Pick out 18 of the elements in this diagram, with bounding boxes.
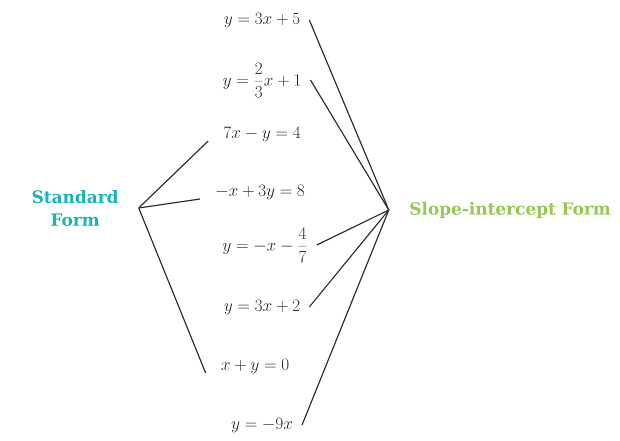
connector-line	[138, 198, 200, 209]
equation: $y=3x+2$	[224, 300, 300, 314]
connector-line	[301, 210, 390, 426]
connector-line	[138, 208, 206, 374]
connector-line	[308, 210, 390, 308]
connector-line	[308, 20, 390, 210]
equation: $y=-9x$	[232, 418, 292, 432]
equation: $x+y=0$	[221, 358, 288, 374]
equation: $y=\frac{2}{3}x+1$	[223, 62, 300, 98]
form-label: Slope-intercept Form	[410, 202, 610, 218]
equation: $y=3x+5$	[224, 12, 300, 28]
connector-line	[138, 140, 209, 208]
equation: $y=-x-\frac{4}{7}$	[222, 227, 306, 263]
equation: $-x+3y=8$	[216, 184, 304, 200]
form-label: Standard Form	[32, 190, 118, 226]
connector-line	[316, 209, 390, 246]
equation: $7x-y=4$	[224, 126, 300, 142]
connector-line	[310, 80, 390, 210]
